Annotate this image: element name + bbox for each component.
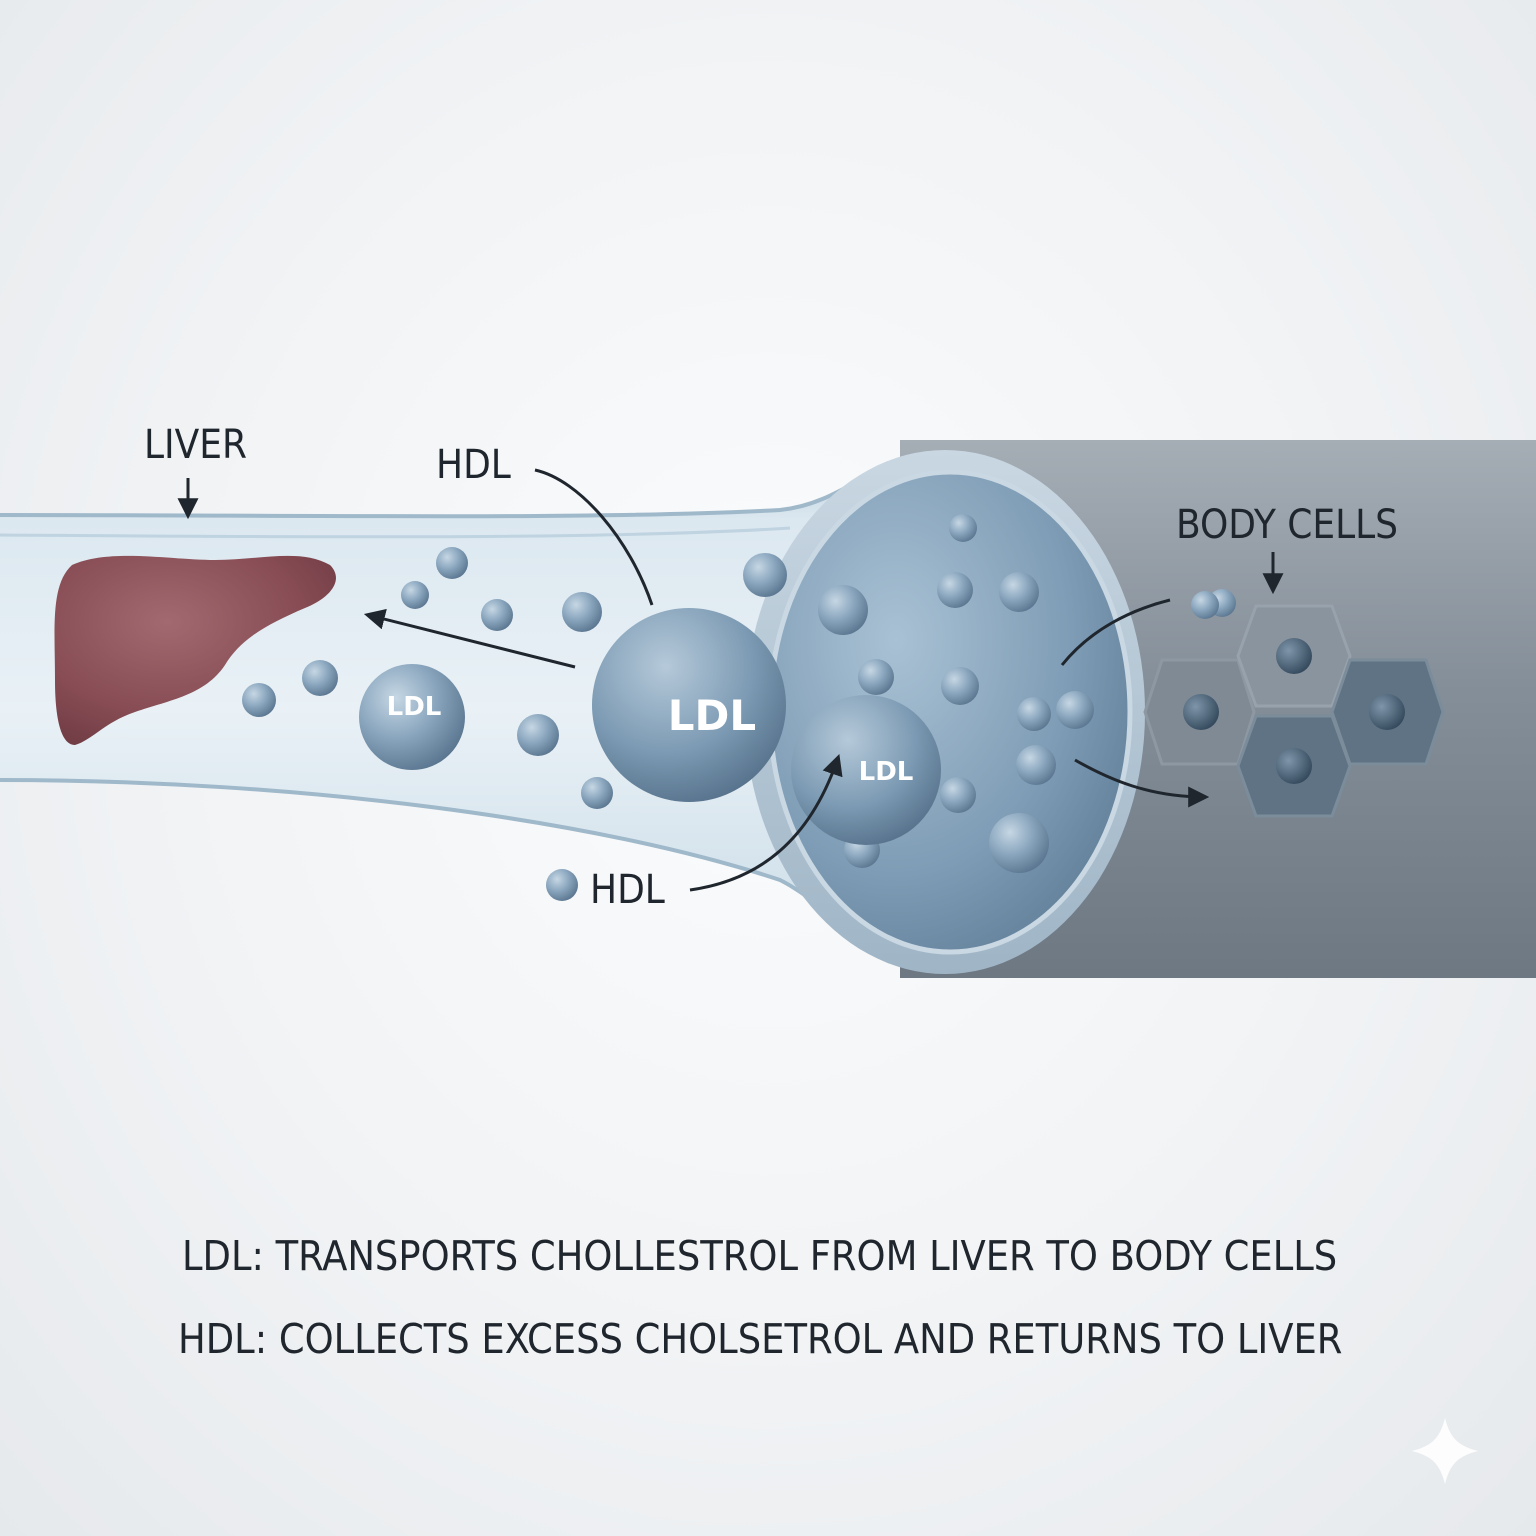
arrow-to-cells [1074, 758, 1210, 808]
lumen-particle [937, 572, 973, 608]
legend-hdl: HDL: COLLECTS EXCESS CHOLSETROL AND RETU… [178, 1315, 1342, 1363]
ldl-front-label: LDL [859, 757, 914, 787]
hdl-top-label: HDL [436, 442, 511, 488]
cell-nucleus [1276, 638, 1312, 674]
hdl-particle [302, 660, 338, 696]
ldl-large-label: LDL [668, 691, 756, 740]
liver-icon [54, 555, 336, 745]
lumen-particle [940, 777, 976, 813]
ldl-particle-front [791, 695, 941, 845]
lumen-particle [1016, 745, 1056, 785]
cell-nucleus [1369, 694, 1405, 730]
lumen-particle [999, 572, 1039, 612]
body-cells-label: BODY CELLS [1176, 502, 1398, 548]
ldl-particle-small [359, 664, 465, 770]
hdl-particle [562, 592, 602, 632]
lumen-particle [949, 514, 977, 542]
liver-label: LIVER [144, 422, 247, 468]
particles-lumen [818, 514, 1094, 873]
hdl-bottom-arrow [689, 754, 843, 892]
hdl-top-leader-line [534, 468, 654, 606]
arrow-to-liver [363, 608, 576, 669]
lumen-particle [818, 585, 868, 635]
sparkle-icon [1412, 1418, 1478, 1484]
legend-ldl: LDL: TRANSPORTS CHOLLESTROL FROM LIVER T… [182, 1232, 1337, 1280]
hdl-bottom-label: HDL [590, 867, 665, 913]
hdl-legend-particle [546, 869, 578, 901]
lumen-particle [858, 659, 894, 695]
lumen-particle [1056, 691, 1094, 729]
ldl-particle-large [592, 608, 786, 802]
hdl-particle [481, 599, 513, 631]
lumen-particle [989, 813, 1049, 873]
hdl-particle [401, 581, 429, 609]
hdl-particle [242, 683, 276, 717]
body-cells-leader-line [1060, 598, 1171, 666]
hdl-particle [517, 714, 559, 756]
cell-nucleus [1276, 748, 1312, 784]
ldl-small-label: LDL [387, 692, 442, 722]
lumen-particle [1017, 697, 1051, 731]
hdl-particle [1191, 591, 1219, 619]
cell-nucleus [1183, 694, 1219, 730]
hdl-particles-vessel [242, 547, 787, 809]
hex-cells [1143, 604, 1445, 818]
vessel-inner-wall-top [0, 526, 791, 539]
hdl-particle [436, 547, 468, 579]
hdl-particle [743, 553, 787, 597]
hdl-particle [581, 777, 613, 809]
lumen-particle [941, 667, 979, 705]
